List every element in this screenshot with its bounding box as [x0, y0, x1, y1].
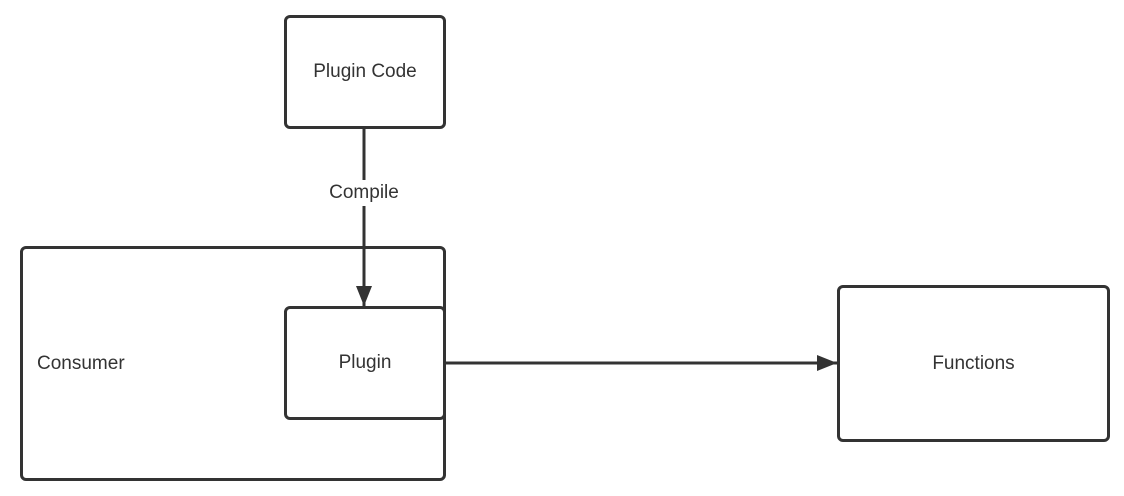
functions-label: Functions [932, 352, 1015, 374]
plugin-label: Plugin [338, 352, 392, 373]
plugin-code-label: Plugin Code [313, 61, 417, 82]
compile-edge-label: Compile [327, 180, 401, 206]
plugin-node: Plugin [284, 306, 446, 420]
functions-node: Functions [837, 285, 1110, 442]
consumer-label: Consumer [37, 352, 125, 374]
plugin-code-node: Plugin Code [284, 15, 446, 129]
